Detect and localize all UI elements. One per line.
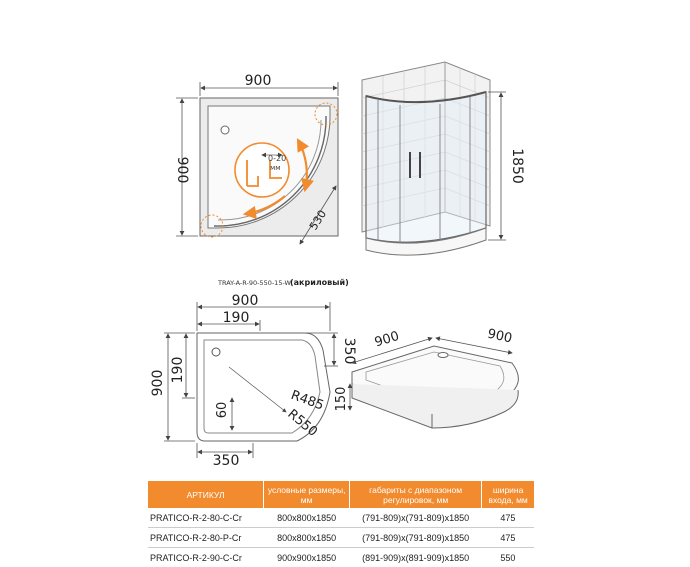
tray-depth-label: 60 [215,402,230,419]
iso-height-label: 150 [334,387,349,412]
table-row: PRATICO-R-2-80-P-Cr 800x800x1850 (791-80… [148,528,534,548]
table-row: PRATICO-R-2-90-C-Cr 900x900x1850 (891-90… [148,548,534,567]
header-entry-width: ширина входа, мм [482,481,534,508]
iso-left-label: 900 [373,329,401,351]
tray-right-label: 350 [341,338,357,365]
iso-right-label: 900 [486,327,513,347]
corner-unit-label: мм [270,164,281,172]
spec-table-header: АРТИКУЛ условные размеры, мм габариты с … [148,481,534,508]
top-height-label: 900 [174,157,190,184]
tray-isometric-view [352,346,518,428]
header-adjust-range: габариты с диапазоном регулировок, мм [350,481,482,508]
cell-adjust-range: (891-909)x(891-909)x1850 [350,548,482,567]
cabin-height-label: 1850 [509,148,525,184]
cell-entry-width: 550 [482,548,534,567]
tray-caption: TRAY-A-R-90-550-15-W (акриловый) [217,278,349,287]
cell-nominal-size: 800x800x1850 [264,508,350,528]
corner-gap-label: 0-20 [268,154,286,163]
tray-width-label: 900 [232,293,259,309]
tray-bottom-label: 350 [213,453,240,469]
dimension-iso-height: 150 [334,384,350,411]
header-nominal-size: условные размеры, мм [264,481,350,508]
header-article: АРТИКУЛ [148,481,264,508]
spec-table: АРТИКУЛ условные размеры, мм габариты с … [148,481,534,567]
table-row: PRATICO-R-2-80-C-Cr 800x800x1850 (791-80… [148,508,534,528]
cell-entry-width: 475 [482,508,534,528]
tray-material: (акриловый) [290,278,349,287]
dimension-tray-inner-left: 190 [170,334,195,398]
cell-article: PRATICO-R-2-80-C-Cr [148,508,264,528]
dimension-cabin-height: 1850 [488,92,525,240]
cell-nominal-size: 900x900x1850 [264,548,350,567]
dimension-tray-width: 900 [197,293,330,331]
diagram-canvas: 0-20 мм 900 900 530 [0,0,690,554]
cell-nominal-size: 800x800x1850 [264,528,350,548]
shower-cabin-3d-view [362,62,490,255]
cell-entry-width: 475 [482,528,534,548]
cell-article: PRATICO-R-2-80-P-Cr [148,528,264,548]
tray-height-label: 900 [150,370,166,397]
dimension-top-width: 900 [200,73,338,96]
top-width-label: 900 [245,73,272,89]
cell-article: PRATICO-R-2-90-C-Cr [148,548,264,567]
cell-adjust-range: (791-809)x(791-809)x1850 [350,528,482,548]
tray-code: TRAY-A-R-90-550-15-W [217,279,292,287]
tray-inner-left-label: 190 [170,357,186,384]
dimension-tray-height: 900 [150,333,195,441]
cell-adjust-range: (791-809)x(791-809)x1850 [350,508,482,528]
dimension-top-height: 900 [174,98,198,236]
tray-inner-top-label: 190 [223,310,250,326]
dimension-tray-inner-top: 190 [198,310,260,331]
dimension-tray-bottom: 350 [197,443,253,469]
